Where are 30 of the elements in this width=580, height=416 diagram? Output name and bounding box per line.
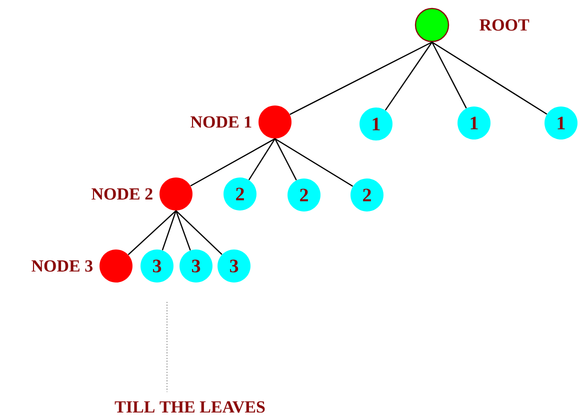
tree-node: 1 <box>544 106 578 140</box>
tree-edge <box>432 42 548 115</box>
note-label: TILL THE LEAVES <box>114 401 265 413</box>
tree-edge <box>431 42 467 108</box>
tree-node: 2 <box>288 178 320 212</box>
tree-edge <box>274 138 297 180</box>
tree-node-circle <box>160 178 192 210</box>
tree-edge <box>248 138 276 180</box>
tree-edge <box>128 210 176 256</box>
tree-node: 1 <box>360 108 392 140</box>
tree-node: 3 <box>180 250 212 282</box>
tree-edge <box>274 138 354 187</box>
tree-edge <box>176 210 222 255</box>
tree-node: 3 <box>218 250 250 282</box>
tree-edge <box>175 210 191 250</box>
node-label: NODE 1 <box>190 116 252 128</box>
node-label: NODE 2 <box>92 188 152 200</box>
tree-edge <box>290 42 432 115</box>
tree-node: 1 <box>458 106 490 140</box>
tree-node-circle <box>100 250 132 282</box>
tree-node: 3 <box>140 250 174 282</box>
tree-edge <box>162 210 177 250</box>
tree-node: 2 <box>224 178 256 210</box>
tree-edge <box>190 138 276 186</box>
tree-node: 2 <box>350 178 384 212</box>
tree-edge <box>384 42 432 111</box>
node-label: NODE 3 <box>32 260 93 272</box>
tree-node-circle <box>258 106 292 138</box>
tree-node-circle <box>414 8 450 42</box>
node-label: ROOT <box>480 19 530 31</box>
